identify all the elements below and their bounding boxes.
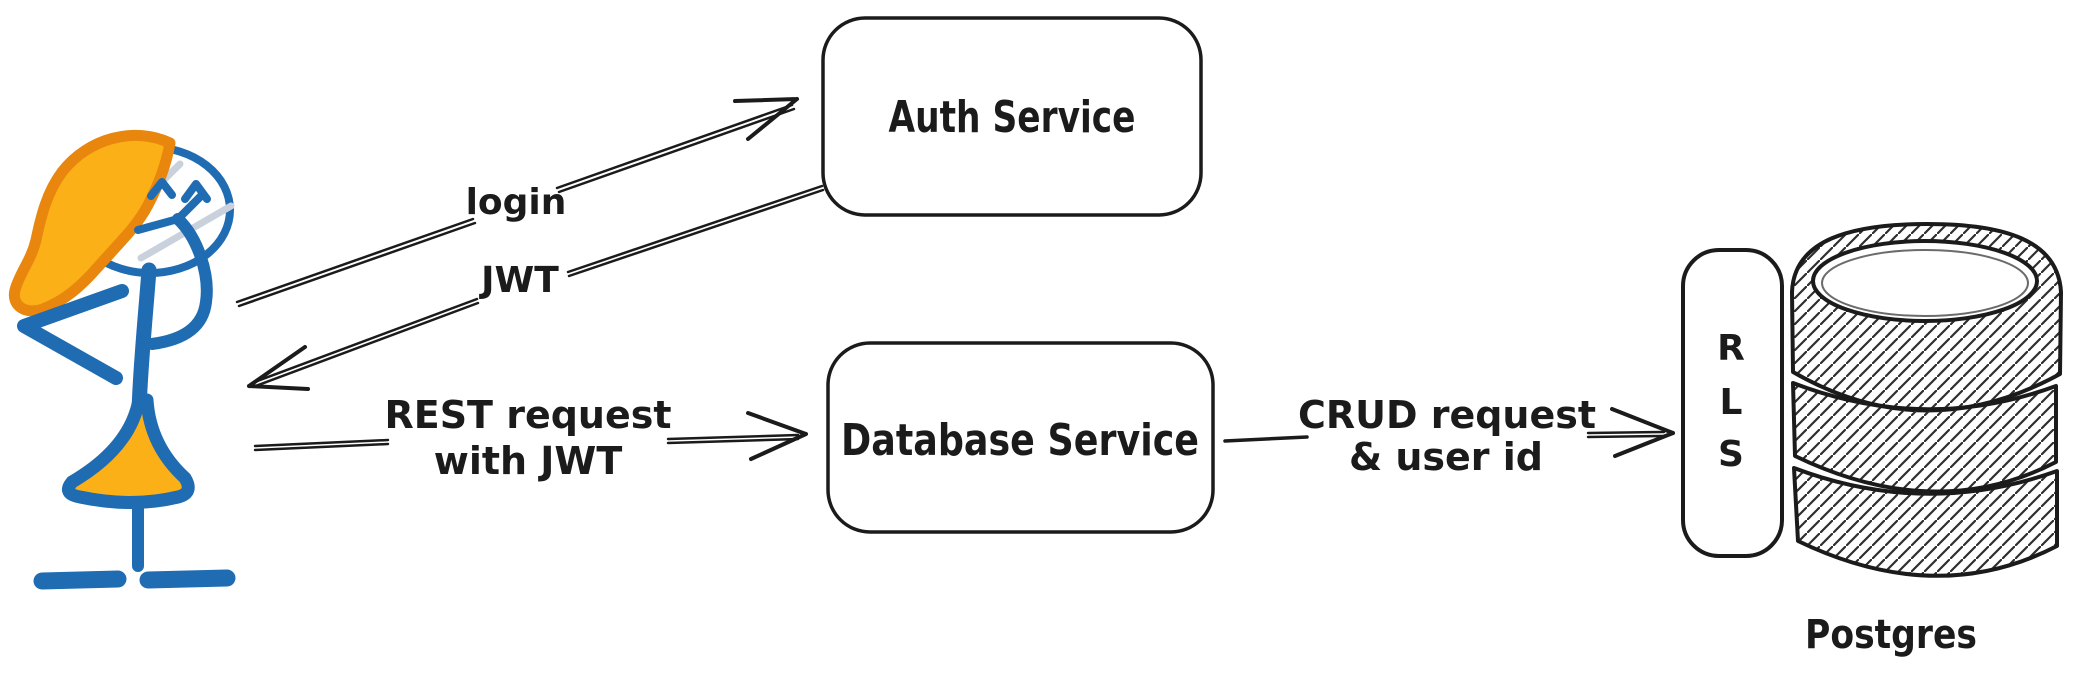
login-arrow (235, 97, 799, 308)
postgres-label: Postgres (1805, 612, 1977, 658)
rest-request-label-line2: with JWT (434, 439, 623, 483)
database-middle-segment (1791, 381, 2058, 494)
crud-request-label-line1: CRUD request (1298, 393, 1596, 437)
crud-request-arrow-shaft2 (1586, 430, 1666, 439)
user-dress (61, 393, 195, 509)
database-bottom-segment (1792, 466, 2059, 578)
crud-request-arrowhead (1610, 407, 1675, 458)
rest-request-label-line1: REST request (384, 393, 671, 437)
jwt-arrow-label: JWT (478, 260, 559, 301)
database-service-label: Database Service (841, 415, 1199, 466)
database-top-rim (1821, 249, 2029, 317)
rest-request-arrow-shaft (253, 433, 800, 452)
user-torso (131, 262, 157, 420)
login-arrow-label: login (466, 182, 567, 223)
jwt-arrow-shaft (250, 184, 825, 389)
database-service-box (826, 341, 1215, 534)
database-top-opening (1811, 239, 2039, 323)
jwt-arrow (247, 184, 825, 391)
crud-request-label-line2: & user id (1349, 435, 1543, 479)
auth-service-node: Auth Service (821, 16, 1203, 217)
rls-node: R L S (1681, 248, 1784, 558)
login-arrowhead (733, 97, 799, 141)
rls-box (1681, 248, 1784, 558)
crud-request-arrow-shaft (1223, 435, 1309, 443)
rls-letter-s: S (1718, 434, 1744, 475)
user-figure (8, 129, 236, 590)
user-hair (8, 129, 176, 317)
login-arrow-shaft (235, 103, 796, 308)
user-arm-akimbo (17, 284, 129, 385)
rls-letter-l: L (1720, 382, 1743, 423)
auth-service-label: Auth Service (889, 92, 1136, 143)
database-service-node: Database Service (826, 341, 1215, 534)
user-arm-chin (146, 213, 213, 350)
rest-request-arrow (253, 411, 808, 461)
jwt-arrowhead (247, 345, 310, 391)
auth-service-box (821, 16, 1203, 217)
crud-request-arrow (1223, 407, 1675, 458)
postgres-database-icon (1790, 222, 2063, 578)
rls-letter-r: R (1717, 328, 1745, 369)
user-feet (33, 569, 236, 590)
rest-request-arrowhead (746, 411, 808, 461)
